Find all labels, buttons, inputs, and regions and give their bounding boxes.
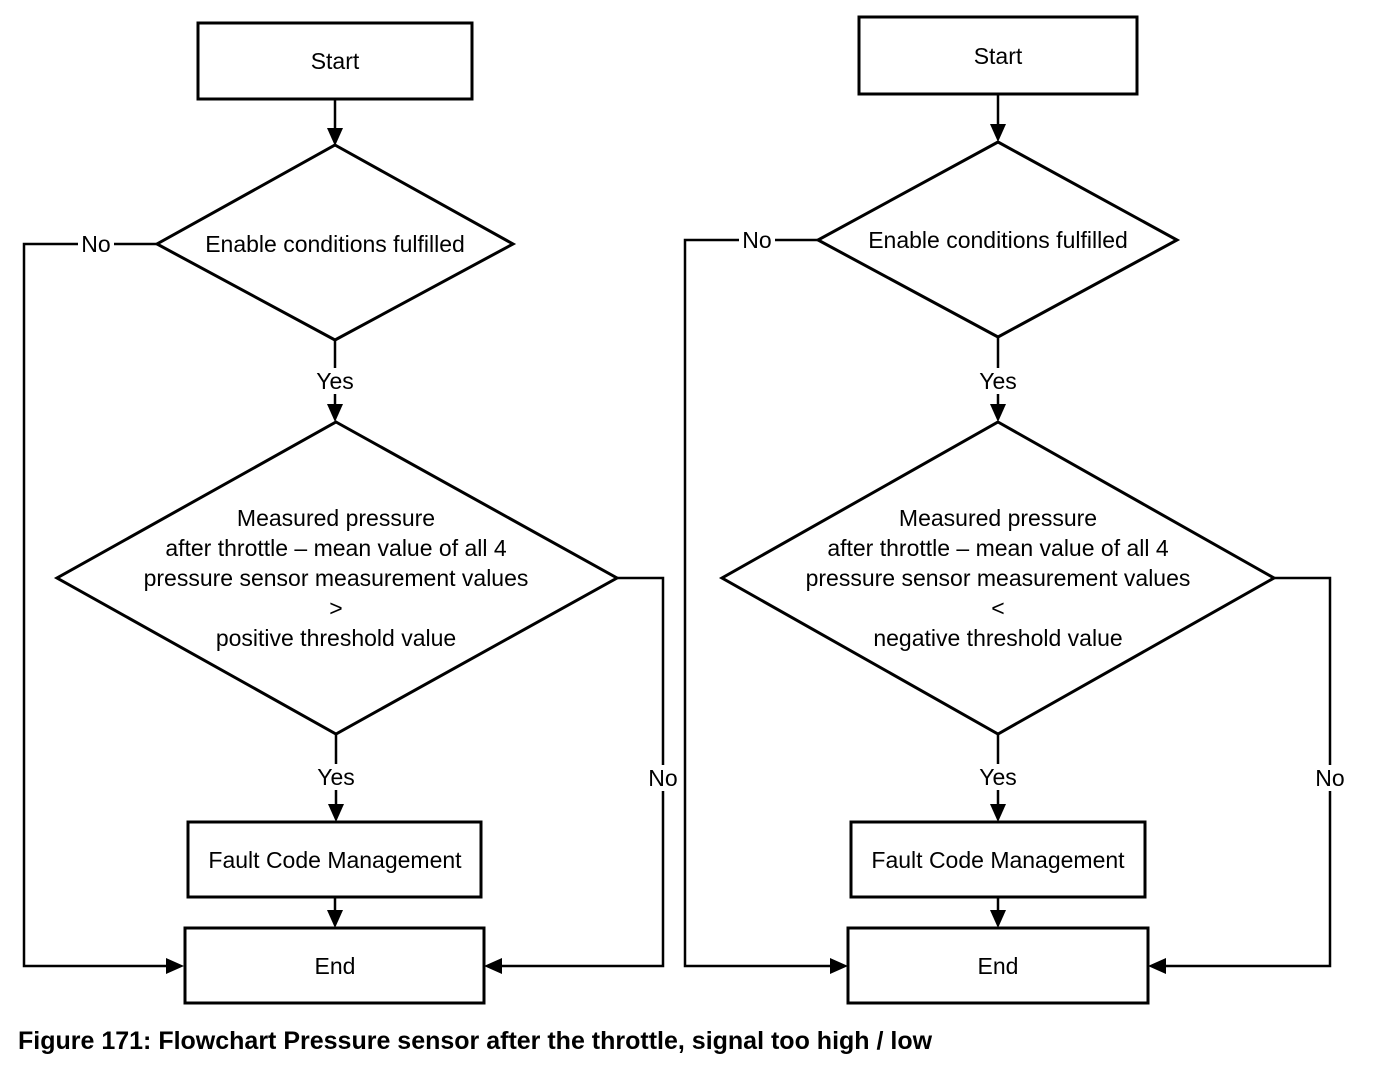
right-pressure-no-label: No: [1315, 765, 1344, 791]
arrowhead-icon: [166, 958, 184, 974]
figure-caption: Figure 171: Flowchart Pressure sensor af…: [18, 1027, 933, 1055]
arrowhead-icon: [327, 128, 343, 146]
no-label-background: [739, 227, 775, 253]
decision-text-line: after throttle – mean value of all 4: [165, 535, 507, 561]
right-enable-yes-branch: Yes: [975, 337, 1021, 422]
decision-text-line: Measured pressure: [899, 505, 1097, 531]
left-pressure-decision-label: Measured pressure after throttle – mean …: [144, 505, 529, 651]
arrowhead-icon: [484, 958, 502, 974]
right-enable-no-branch: No: [683, 227, 848, 974]
no-label-background: [645, 765, 681, 791]
yes-label-background: [313, 764, 359, 790]
left-pressure-yes-branch: Yes: [313, 734, 359, 822]
left-end-label: End: [315, 953, 356, 979]
left-flowchart: Start Enable conditions fulfilled No Yes…: [22, 21, 681, 1005]
left-enable-no-branch: No: [22, 231, 184, 974]
left-enable-no-label: No: [81, 231, 110, 257]
decision-text-line: positive threshold value: [216, 625, 456, 651]
left-start-label: Start: [311, 48, 360, 74]
right-enable-decision-label: Enable conditions fulfilled: [868, 227, 1128, 253]
left-end-node: [183, 926, 486, 1005]
arrowhead-icon: [990, 124, 1006, 142]
right-start-node: [857, 15, 1139, 96]
right-enable-yes-label: Yes: [979, 368, 1017, 394]
decision-text-line: Measured pressure: [237, 505, 435, 531]
left-enable-yes-label: Yes: [316, 368, 354, 394]
left-enable-yes-branch: Yes: [312, 340, 358, 422]
right-start-to-enable-arrow: [990, 94, 1006, 142]
left-fault-code-label: Fault Code Management: [208, 847, 462, 873]
right-pressure-decision-label: Measured pressure after throttle – mean …: [806, 505, 1191, 651]
arrowhead-icon: [990, 404, 1006, 422]
decision-text-line: <: [991, 595, 1004, 621]
right-start-label: Start: [974, 43, 1023, 69]
left-enable-decision-label: Enable conditions fulfilled: [205, 231, 465, 257]
left-pressure-no-label: No: [648, 765, 677, 791]
arrowhead-icon: [327, 910, 343, 928]
left-fault-code-node: [186, 820, 483, 899]
right-pressure-yes-branch: Yes: [975, 734, 1021, 822]
arrowhead-icon: [327, 404, 343, 422]
right-end-node: [846, 926, 1150, 1005]
decision-text-line: pressure sensor measurement values: [806, 565, 1191, 591]
right-pressure-no-branch: No: [1148, 576, 1348, 974]
right-fault-code-node: [849, 820, 1147, 899]
decision-text-line: >: [329, 595, 342, 621]
yes-label-background: [975, 764, 1021, 790]
right-enable-no-label: No: [742, 227, 771, 253]
no-branch-line: [502, 576, 665, 968]
left-pressure-yes-label: Yes: [317, 764, 355, 790]
arrowhead-icon: [830, 958, 848, 974]
right-end-label: End: [978, 953, 1019, 979]
right-fault-to-end-arrow: [990, 897, 1006, 928]
arrowhead-icon: [990, 910, 1006, 928]
no-branch-line: [1166, 576, 1332, 968]
arrowhead-icon: [990, 804, 1006, 822]
yes-label-background: [312, 368, 358, 394]
decision-text-line: pressure sensor measurement values: [144, 565, 529, 591]
decision-text-line: after throttle – mean value of all 4: [827, 535, 1169, 561]
no-label-background: [1312, 765, 1348, 791]
right-fault-code-label: Fault Code Management: [871, 847, 1125, 873]
right-flowchart: Start Enable conditions fulfilled No Yes…: [683, 15, 1348, 1005]
yes-label-background: [975, 368, 1021, 394]
left-fault-to-end-arrow: [327, 897, 343, 928]
arrowhead-icon: [1148, 958, 1166, 974]
no-label-background: [78, 231, 114, 257]
left-start-node: [196, 21, 474, 101]
left-start-to-enable-arrow: [327, 99, 343, 146]
arrowhead-icon: [328, 804, 344, 822]
decision-text-line: negative threshold value: [873, 625, 1122, 651]
right-pressure-yes-label: Yes: [979, 764, 1017, 790]
left-pressure-no-branch: No: [484, 576, 681, 974]
